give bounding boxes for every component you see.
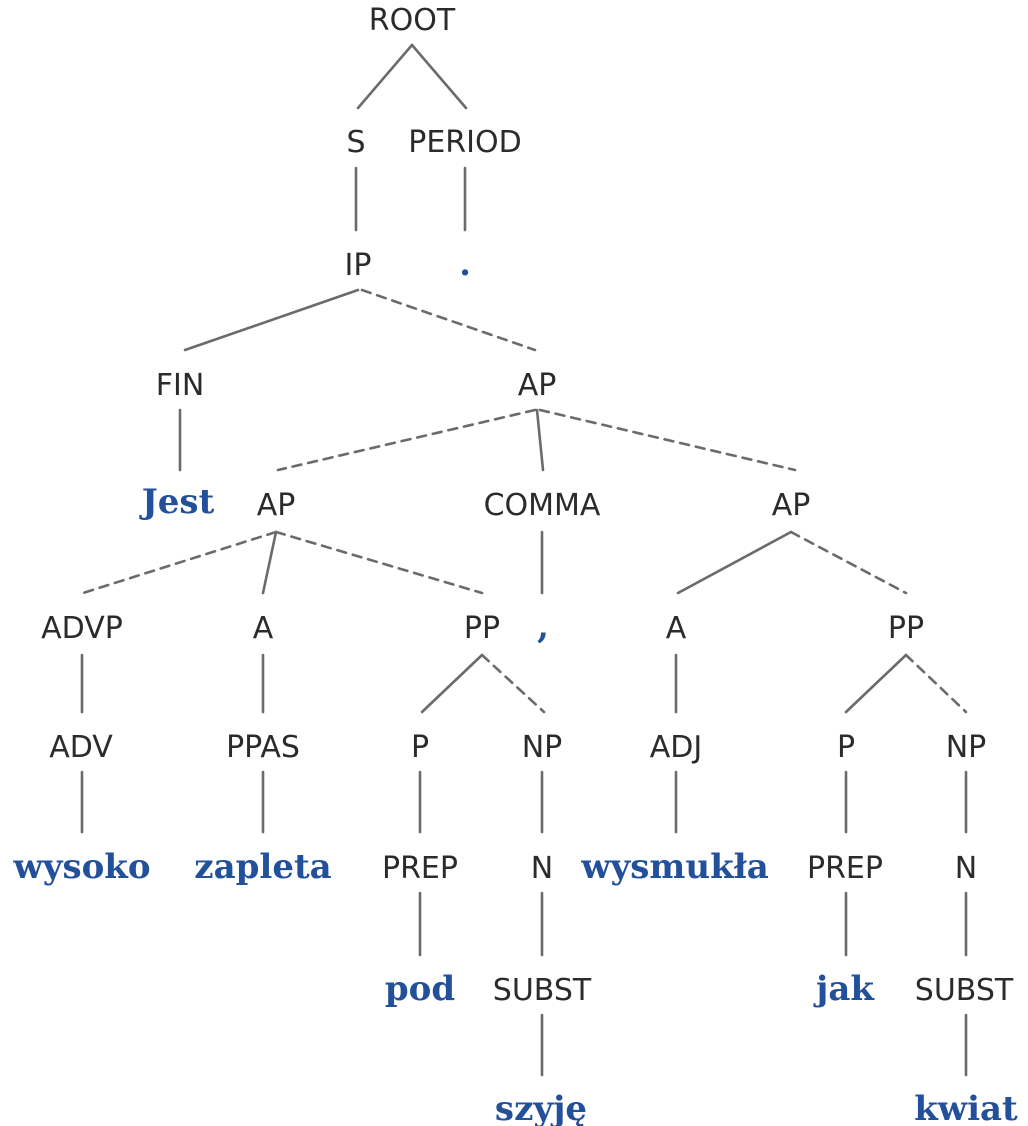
tree-node-comma-word: ,: [537, 607, 549, 647]
tree-node-pod: pod: [385, 969, 455, 1009]
tree-node-s: S: [346, 125, 365, 160]
tree-edge-ip-to-ap_top: [360, 288, 537, 352]
tree-node-ap-left: AP: [257, 488, 296, 523]
tree-edge-ap_right-to-pp_right: [789, 530, 908, 595]
tree-edge-ap_right-to-a_right: [676, 530, 793, 595]
tree-node-fin: FIN: [156, 368, 205, 403]
tree-node-jak: jak: [813, 969, 875, 1009]
tree-node-np-left: NP: [522, 730, 563, 765]
tree-node-n-right: N: [955, 851, 977, 886]
tree-edge-pp_right-to-p_right: [844, 653, 908, 714]
tree-node-wysoko: wysoko: [12, 847, 150, 887]
tree-node-ppas: PPAS: [226, 730, 300, 765]
tree-node-kwiat: kwiat: [914, 1089, 1018, 1126]
tree-node-ap-top: AP: [518, 368, 557, 403]
tree-edge-ap_top-to-ap_left: [276, 408, 537, 472]
tree-edge-ap_left-to-pp_left: [274, 530, 484, 595]
tree-node-p-right: P: [837, 730, 855, 765]
tree-node-szyje: szyję: [495, 1089, 587, 1126]
tree-node-ap-right: AP: [772, 488, 811, 523]
tree-node-jest: Jest: [139, 482, 215, 522]
tree-node-adj: ADJ: [650, 730, 702, 765]
tree-node-root: ROOT: [369, 3, 456, 38]
tree-node-n-left: N: [531, 851, 553, 886]
tree-edge-ap_top-to-ap_right: [538, 408, 797, 472]
tree-node-wysmukla: wysmukła: [580, 847, 769, 887]
tree-node-pp-left: PP: [464, 611, 500, 646]
tree-node-subst-right: SUBST: [915, 973, 1014, 1008]
tree-edge-ap_left-to-advp: [81, 530, 278, 595]
tree-edges: [80, 43, 968, 1077]
tree-edge-pp_left-to-np_left: [480, 653, 546, 714]
tree-node-a-left: A: [253, 611, 274, 646]
tree-node-comma-cat: COMMA: [484, 488, 601, 523]
tree-node-dot: .: [459, 244, 471, 284]
tree-node-np-right: NP: [946, 730, 987, 765]
tree-node-prep-right: PREP: [807, 851, 883, 886]
tree-edge-pp_left-to-p_left: [420, 653, 484, 714]
tree-node-advp: ADVP: [41, 611, 123, 646]
tree-node-a-right: A: [666, 611, 687, 646]
tree-edge-ip-to-fin: [183, 288, 360, 352]
tree-node-adv: ADV: [49, 730, 113, 765]
tree-node-zapleta: zapleta: [194, 847, 331, 887]
tree-node-p-left: P: [411, 730, 429, 765]
tree-edge-ap_left-to-a_left: [261, 530, 278, 595]
tree-node-prep-left: PREP: [382, 851, 458, 886]
tree-edge-root-to-s: [356, 43, 414, 110]
tree-edge-ap_top-to-comma_cat: [535, 408, 545, 472]
tree-edge-pp_right-to-np_right: [904, 653, 968, 714]
tree-node-ip: IP: [345, 248, 372, 283]
tree-node-period: PERIOD: [408, 125, 521, 160]
tree-edge-root-to-period: [410, 43, 468, 110]
tree-node-pp-right: PP: [888, 611, 924, 646]
tree-node-subst-left: SUBST: [493, 973, 592, 1008]
